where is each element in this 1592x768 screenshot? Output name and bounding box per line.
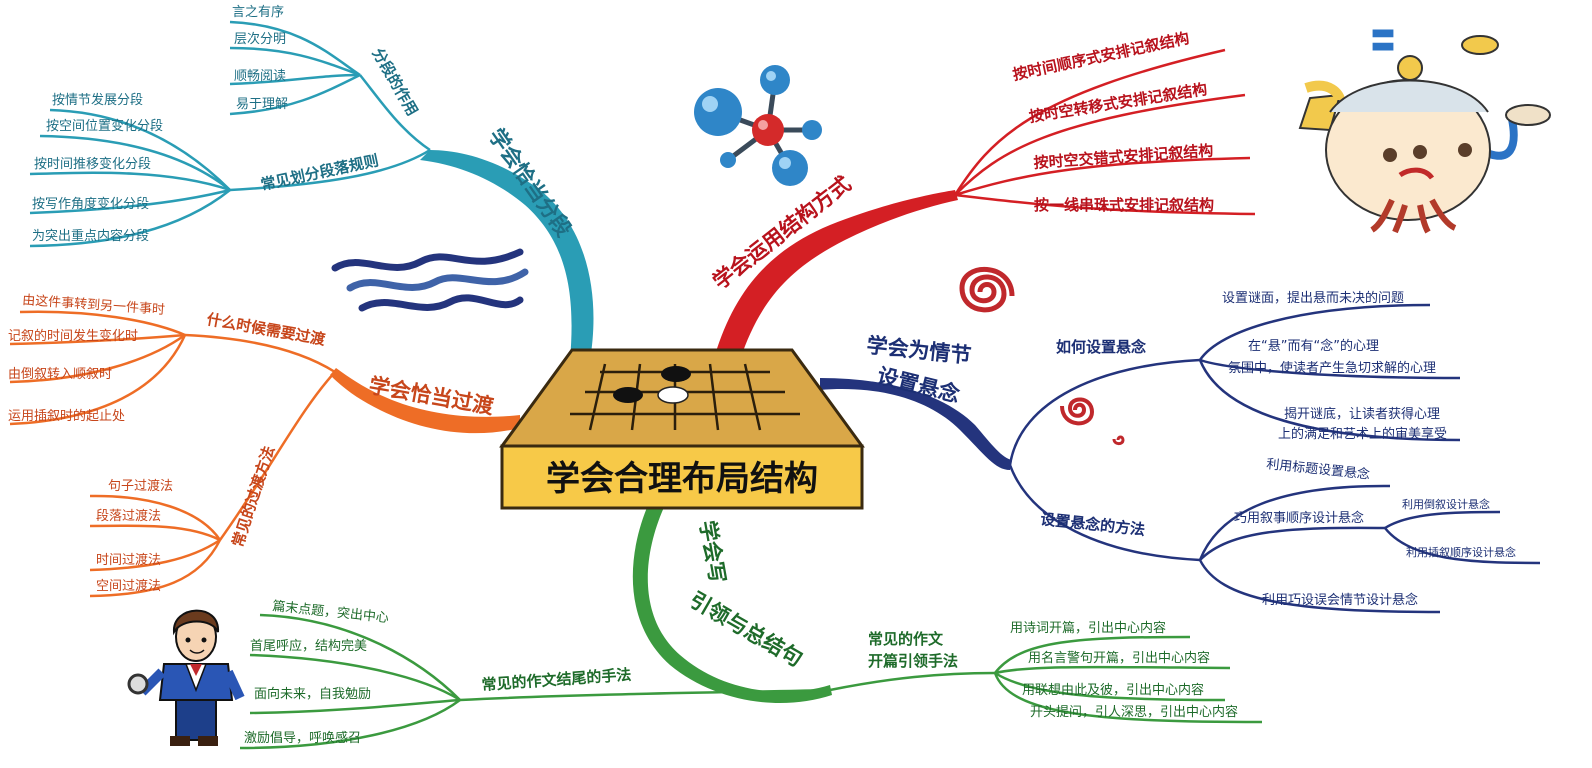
opening-item: 用联想由此及彼，引出中心内容 [1022,682,1204,698]
ending-item: 激励倡导，呼唤感召 [244,730,361,746]
spiral-icon [1060,397,1125,446]
transition-item: 空间过渡法 [96,578,161,594]
suspense-methods-label: 设置悬念的方法 [1040,510,1146,539]
paragraph-item: 易于理解 [236,97,288,112]
opening-label-line1: 常见的作文 [868,630,944,648]
structure-item: 按时间顺序式安排记叙结构 [1011,29,1191,84]
structure-item: 按一线串珠式安排记叙结构 [1034,196,1214,214]
transition-item: 由倒叙转入顺叙时 [8,367,112,382]
paragraph-item: 为突出重点内容分段 [32,228,149,244]
opening-item: 开头提问，引人深思，引出中心内容 [1030,704,1238,720]
opening-item: 用名言警句开篇，引出中心内容 [1028,650,1210,666]
paragraph-connectors [29,20,431,248]
suspense-connectors [1008,303,1541,614]
transition-item: 段落过渡法 [96,508,161,524]
paragraph-item: 顺畅阅读 [234,69,286,84]
branch-transition [330,368,520,434]
suspense-how-label: 如何设置悬念 [1056,338,1146,356]
paragraph-group-label-1: 分段的作用 [369,45,422,119]
suspense-how-item: 设置谜面，提出悬而未决的问题 [1222,290,1404,306]
man-with-magnifier-icon [127,609,245,746]
opening-title-part1: 学会写 [695,519,730,585]
suspense-method-subitem: 利用倒叙设计悬念 [1402,497,1490,511]
opening-item: 用诗词开篇，引出中心内容 [1010,620,1166,636]
waves-icon [331,248,529,312]
suspense-method-subitem: 利用插叙顺序设计悬念 [1406,545,1516,559]
spiral-icon [959,266,1015,313]
paragraph-item: 层次分明 [234,31,286,47]
transition-item: 句子过渡法 [108,478,173,494]
paragraph-group-label-2: 常见划分段落规则 [259,151,380,194]
go-board-icon [499,348,865,510]
suspense-how-item: 揭开谜底，让读者获得心理 [1284,406,1440,422]
branch-structure [715,190,958,360]
suspense-title-line1: 学会为情节 [865,333,972,368]
transition-group-label-2: 常见的过渡方法 [229,444,279,549]
suspense-how-item: 氛围中，使读者产生急切求解的心理 [1228,360,1436,376]
branch-suspense [820,378,1012,470]
transition-group-label-1: 什么时候需要过渡 [205,310,327,349]
transition-item: 运用插叙时的起止处 [8,408,125,424]
teapot-octopus-glyph: 〓 [1370,27,1396,57]
structure-connectors [953,48,1256,216]
suspense-method-item: 利用巧设误会情节设计悬念 [1262,592,1418,608]
ending-item: 篇末点题，突出中心 [272,598,390,626]
ending-label: 常见的作文结尾的手法 [481,666,632,694]
suspense-method-item: 利用标题设置悬念 [1266,456,1371,483]
paragraph-item: 按时间推移变化分段 [34,156,151,172]
suspense-method-item: 巧用叙事顺序设计悬念 [1234,510,1364,526]
suspense-how-item: 上的满足和艺术上的审美享受 [1278,426,1447,442]
ending-item: 面向未来，自我勉励 [254,686,371,702]
branch-paragraph [420,150,594,360]
structure-item: 按时空交错式安排记叙结构 [1033,141,1214,172]
molecule-icon [694,65,822,186]
suspense-how-item: 在“悬”而有“念”的心理 [1248,338,1379,354]
center-title: 学会合理布局结构 [546,459,818,499]
branch-opening-ending [632,505,832,704]
transition-item: 时间过渡法 [96,552,161,568]
paragraph-item: 按空间位置变化分段 [46,118,163,134]
paragraph-item: 按情节发展分段 [52,92,143,108]
opening-label-line2: 开篇引领手法 [868,652,958,670]
teapot-octopus-icon: 〓 [1298,27,1551,234]
transition-connectors [9,310,336,598]
transition-item: 记叙的时间发生变化时 [8,328,138,344]
ending-item: 首尾呼应，结构完美 [250,638,367,654]
paragraph-item: 言之有序 [232,5,284,20]
paragraph-item: 按写作角度变化分段 [32,196,149,212]
opening-title-part2: 引领与总结句 [686,588,807,672]
opening-ending-connectors [239,613,1263,750]
